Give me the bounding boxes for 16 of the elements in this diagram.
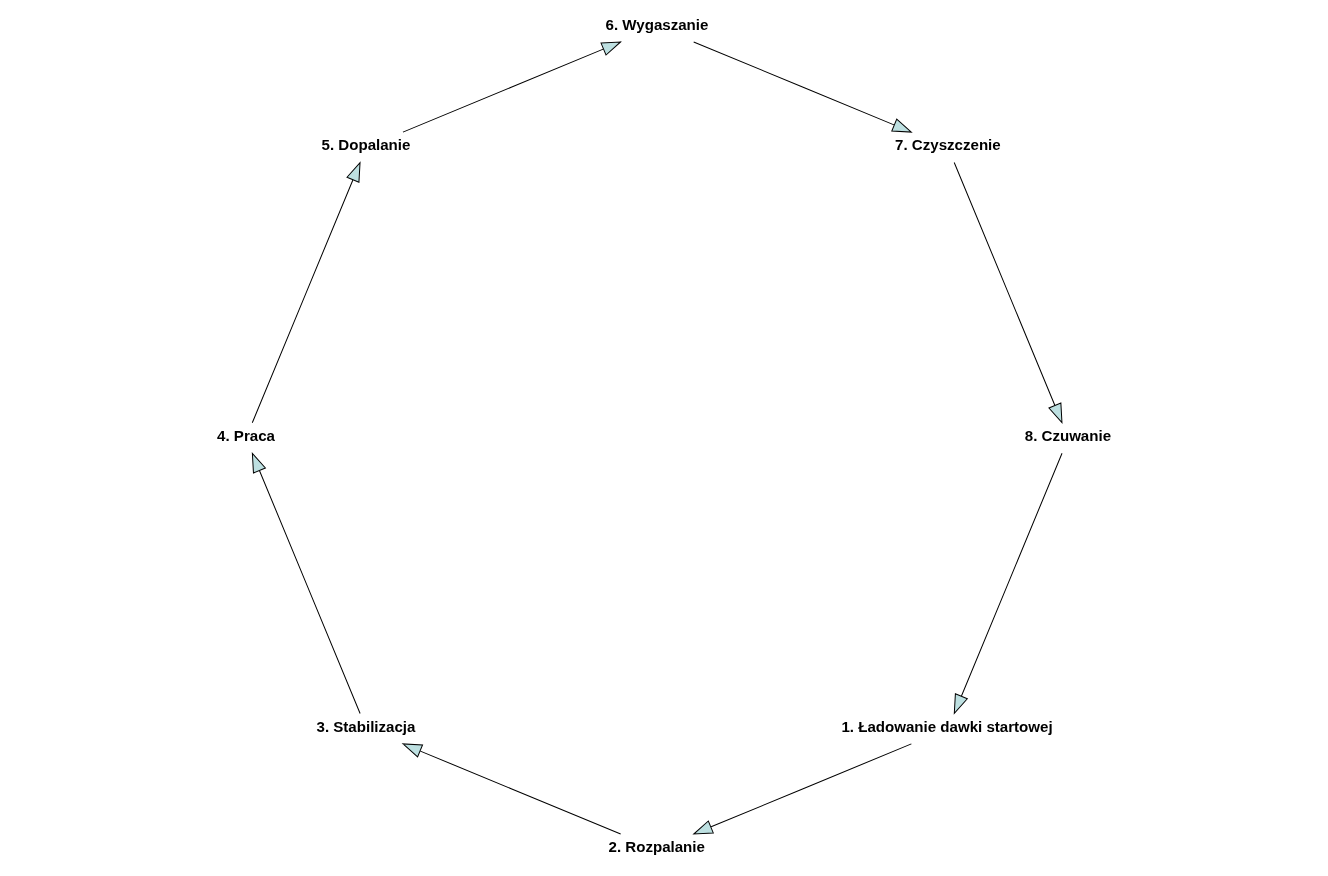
- arrow: [401, 743, 621, 835]
- node-text: 4. Praca: [216, 426, 275, 444]
- arrow: [953, 161, 1063, 424]
- node-text: 5. Dopalanie: [321, 136, 410, 154]
- arrow: [692, 41, 913, 133]
- node-text: 2. Rozpalanie: [608, 838, 705, 856]
- arrow: [953, 452, 1063, 715]
- arrow: [251, 452, 361, 715]
- node-text: 1. Ładowanie dawki startowej: [840, 717, 1053, 735]
- node-text: 3. Stabilizacja: [316, 717, 415, 735]
- arrow: [691, 743, 912, 835]
- arrow: [401, 41, 622, 133]
- node-text: 8. Czuwanie: [1024, 426, 1111, 444]
- arrow: [251, 161, 361, 424]
- node-text: 7. Czyszczenie: [894, 136, 1001, 154]
- node-text: 6. Wygaszanie: [605, 15, 708, 33]
